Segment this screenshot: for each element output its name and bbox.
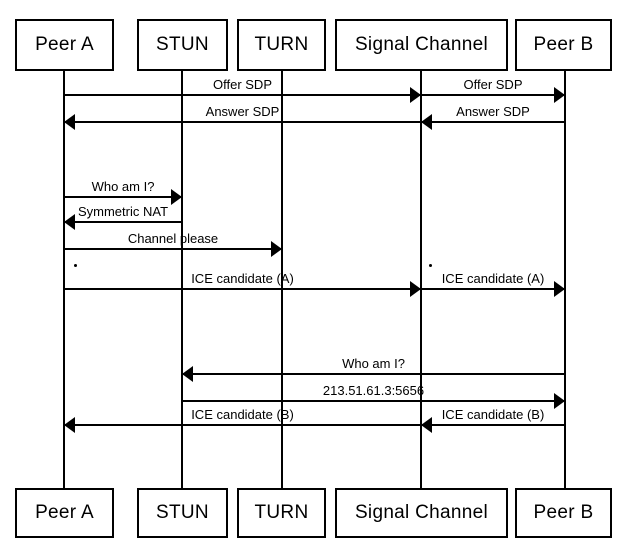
actor-label: TURN [254,34,309,55]
message-line [64,121,421,123]
actor-box-bottom-stun: STUN [137,488,228,538]
actor-box-bottom-peerB: Peer B [515,488,612,538]
lifeline-peerA [63,71,65,488]
actor-box-top-peerB: Peer B [515,19,612,71]
lifeline-peerB [564,71,566,488]
actor-box-bottom-signal: Signal Channel [335,488,508,538]
actor-label: Peer A [35,34,94,55]
actor-box-bottom-turn: TURN [237,488,326,538]
message-label: ICE candidate (A) [441,271,545,286]
arrowhead-icon [421,417,432,433]
message-line [64,94,421,96]
ellipsis-dot [428,263,432,267]
message-label: Offer SDP [212,77,273,92]
message-line [64,424,421,426]
message-label: Who am I? [91,179,155,194]
message-line [421,94,565,96]
arrowhead-icon [64,417,75,433]
message-label: Answer SDP [205,104,280,119]
actor-label: Peer B [533,34,594,55]
actor-label: TURN [254,502,309,523]
arrowhead-icon [410,281,421,297]
arrowhead-icon [421,114,432,130]
message-label: Symmetric NAT [77,204,169,219]
actor-box-bottom-peerA: Peer A [15,488,114,538]
message-line [421,424,565,426]
message-label: Answer SDP [456,104,530,119]
actor-box-top-signal: Signal Channel [335,19,508,71]
lifeline-signal [420,71,422,488]
arrowhead-icon [171,189,182,205]
arrowhead-icon [182,366,193,382]
actor-box-top-stun: STUN [137,19,228,71]
message-label: Channel please [127,231,219,246]
arrowhead-icon [64,214,75,230]
actor-label: Peer B [533,502,594,523]
message-line [421,121,565,123]
actor-label: Peer A [35,502,94,523]
lifeline-turn [281,71,283,488]
actor-label: Signal Channel [354,502,489,523]
arrowhead-icon [271,241,282,257]
message-line [182,373,565,375]
message-label: ICE candidate (A) [191,271,294,286]
arrowhead-icon [554,281,565,297]
actor-label: STUN [156,502,209,523]
message-label: ICE candidate (B) [441,407,545,422]
actor-label: STUN [156,34,209,55]
actor-box-top-peerA: Peer A [15,19,114,71]
message-label: Who am I? [342,356,405,371]
message-label: 213.51.61.3:5656 [322,383,425,398]
message-label: ICE candidate (B) [191,407,294,422]
arrowhead-icon [554,393,565,409]
arrowhead-icon [410,87,421,103]
actor-label: Signal Channel [354,34,489,55]
actor-box-top-turn: TURN [237,19,326,71]
message-line [64,196,182,198]
lifeline-stun [181,71,183,488]
message-line [64,221,182,223]
message-label: Offer SDP [463,77,523,92]
message-line [421,288,565,290]
arrowhead-icon [554,87,565,103]
message-line [64,288,421,290]
arrowhead-icon [64,114,75,130]
message-line [182,400,565,402]
ellipsis-dot [73,263,77,267]
message-line [64,248,282,250]
